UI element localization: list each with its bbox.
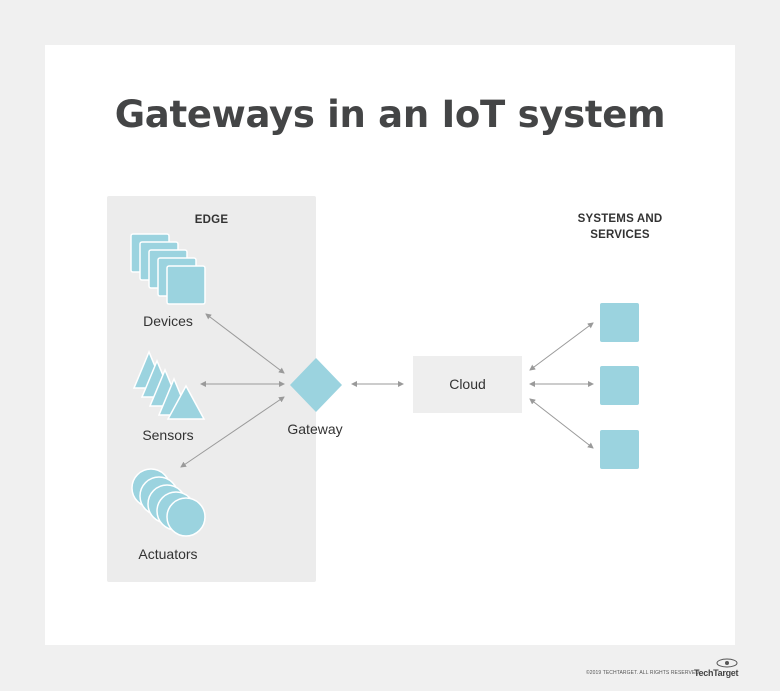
services-label-line1: SYSTEMS AND: [577, 213, 663, 225]
actuators-label: Actuators: [138, 546, 198, 562]
cloud-box: [413, 356, 522, 413]
copyright-text: ©2019 TECHTARGET. ALL RIGHTS RESERVED: [586, 670, 700, 676]
services-label-line2: SERVICES: [590, 229, 650, 241]
services-label: SYSTEMS AND SERVICES: [545, 211, 695, 243]
arrow-cloud-service-bottom: [529, 398, 594, 449]
gateway-icon: [290, 358, 342, 412]
cloud-label: Cloud: [449, 376, 486, 392]
page-title: Gateways in an IoT system: [114, 93, 666, 136]
techtarget-logo-icon: [716, 658, 738, 668]
devices-label: Devices: [143, 313, 193, 329]
sensors-label: Sensors: [142, 427, 194, 443]
techtarget-logo: TechTarget: [694, 668, 739, 678]
arrow-devices-gateway: [205, 313, 285, 374]
service-box-middle: [600, 366, 639, 405]
actuators-icon: [131, 468, 206, 537]
edge-label: EDGE: [194, 214, 229, 226]
service-box-bottom: [600, 430, 639, 469]
arrow-actuators-gateway: [180, 396, 285, 468]
sensors-icon: [132, 350, 206, 420]
service-box-top: [600, 303, 639, 342]
devices-icon: [130, 233, 206, 305]
gateway-label: Gateway: [287, 421, 343, 437]
arrow-cloud-service-top: [529, 322, 594, 371]
